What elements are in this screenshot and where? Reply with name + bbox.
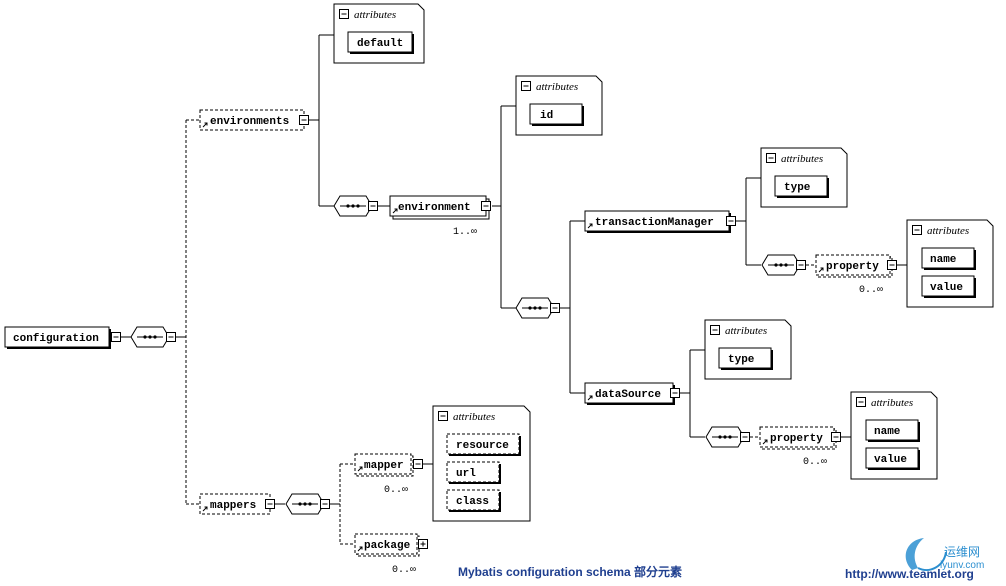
element-data-source-label: dataSource [595, 389, 661, 401]
attribute-id: id [540, 110, 553, 122]
element-mapper-label: mapper [364, 460, 404, 472]
attributes-panel-environments: attributes default [333, 3, 425, 64]
attribute-value: value [930, 282, 963, 294]
ds-property-multiplicity: 0..∞ [803, 457, 827, 468]
tm-property-multiplicity: 0..∞ [859, 285, 883, 296]
sequence-compositor-data-source [705, 426, 750, 448]
element-environments[interactable]: environments [199, 109, 309, 131]
attribute-url: url [456, 468, 476, 480]
attributes-title: attributes [354, 9, 396, 21]
element-mapper[interactable]: mapper [354, 453, 423, 477]
watermark-logo [905, 538, 947, 571]
element-configuration-label: configuration [13, 333, 99, 345]
sequence-compositor-transaction-manager [761, 254, 806, 276]
attributes-title: attributes [725, 325, 767, 337]
attribute-resource: resource [456, 440, 509, 452]
attributes-title: attributes [536, 81, 578, 93]
attribute-type: type [784, 182, 811, 194]
attributes-panel-tm-property: attributes name value [906, 219, 994, 308]
element-transaction-manager-label: transactionManager [595, 217, 714, 229]
watermark-url: iyunv.com [940, 560, 984, 571]
element-environments-label: environments [210, 116, 289, 128]
element-environment[interactable]: environment [389, 195, 491, 220]
element-package-label: package [364, 540, 411, 552]
attributes-panel-ds-property: attributes name value [850, 391, 938, 480]
attribute-class: class [456, 496, 489, 508]
attribute-default: default [357, 38, 403, 50]
attribute-type: type [728, 354, 755, 366]
element-package[interactable]: package [354, 533, 428, 557]
attribute-value: value [874, 454, 907, 466]
attributes-panel-environment: attributes id [515, 75, 603, 136]
element-ds-property-label: property [770, 433, 823, 445]
element-mappers-label: mappers [210, 500, 256, 512]
environment-multiplicity: 1..∞ [453, 227, 477, 238]
sequence-compositor-mappers [285, 493, 330, 515]
attribute-name: name [930, 254, 957, 266]
element-configuration[interactable]: configuration [4, 326, 121, 349]
connectors [121, 34, 907, 545]
element-data-source[interactable]: dataSource [584, 382, 680, 405]
element-environment-label: environment [398, 202, 471, 214]
element-transaction-manager[interactable]: transactionManager [584, 210, 736, 233]
element-tm-property-label: property [826, 261, 879, 273]
attributes-panel-transaction-manager: attributes type [760, 147, 848, 208]
sequence-compositor-environments [333, 195, 378, 217]
site-url: http://www.teamlet.org [845, 567, 974, 581]
attributes-title: attributes [927, 225, 969, 237]
attributes-title: attributes [453, 411, 495, 423]
attributes-panel-mapper: attributes resource url class [432, 405, 531, 522]
attribute-name: name [874, 426, 901, 438]
attributes-title: attributes [781, 153, 823, 165]
element-ds-property[interactable]: property [759, 426, 841, 450]
sequence-compositor-configuration [130, 326, 176, 348]
sequence-compositor-environment [515, 297, 560, 319]
attributes-title: attributes [871, 397, 913, 409]
attributes-panel-data-source: attributes type [704, 319, 792, 380]
diagram-caption: Mybatis configuration schema 部分元素 [458, 564, 682, 579]
element-tm-property[interactable]: property [815, 254, 897, 278]
mapper-multiplicity: 0..∞ [384, 485, 408, 496]
package-multiplicity: 0..∞ [392, 565, 416, 576]
watermark-name: 运维网 [944, 545, 980, 559]
element-mappers[interactable]: mappers [199, 493, 275, 515]
